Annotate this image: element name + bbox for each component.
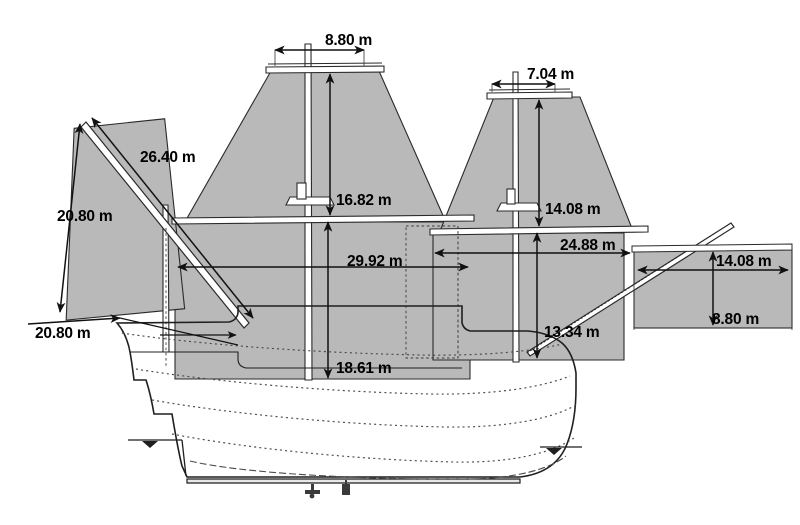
- label-spanker-width: 14.08 m: [716, 253, 771, 270]
- rudder-icon: [342, 484, 350, 495]
- label-main-course-height: 18.61 m: [336, 360, 391, 377]
- label-main-topsail-height: 16.82 m: [336, 192, 391, 209]
- mizzen-upper-yard-line: [488, 88, 571, 91]
- extension-lines: [274, 50, 793, 330]
- sail-shapes: [65, 70, 793, 380]
- label-jib-foot: 20.80 m: [35, 325, 90, 342]
- main-upper-yard-line: [267, 62, 383, 65]
- main-course-sail: [174, 221, 471, 380]
- mizzen-crosstree: [496, 202, 542, 212]
- spanker-boom: [526, 222, 735, 357]
- main-mast: [304, 43, 313, 381]
- hull-outline: [115, 305, 577, 478]
- main-upper-yard: [265, 65, 385, 74]
- label-jib-leech: 20.80 m: [57, 208, 112, 225]
- mizzen-upper-yard: [486, 91, 573, 100]
- label-mizzen-topsail-height: 14.08 m: [545, 201, 600, 218]
- label-spanker-height: 8.80 m: [712, 311, 759, 328]
- spanker-detail-yard: [631, 243, 793, 253]
- mizzen-course-yard: [429, 225, 649, 236]
- hull-stem: [181, 439, 187, 477]
- label-mizzen-course-height: 13.34 m: [544, 324, 599, 341]
- label-fore-stay-length: 26.40 m: [140, 149, 195, 166]
- dim-jib-leech-line: [56, 123, 84, 313]
- label-main-course-width: 29.92 m: [347, 253, 402, 270]
- dim-jib-foot-leader: [119, 317, 239, 346]
- hull-bottom-curve: [189, 455, 567, 480]
- dim-jib-foot-line: [27, 314, 121, 325]
- label-mizzen-yard-width: 7.04 m: [527, 66, 574, 83]
- keel-fittings: [305, 480, 350, 499]
- propeller-icon: [305, 484, 320, 494]
- hull: [115, 305, 582, 499]
- mizzen-mast: [512, 71, 520, 363]
- mizzen-topmast-heel: [506, 188, 516, 205]
- main-topmast-heel: [296, 182, 307, 200]
- main-crosstree: [285, 196, 335, 206]
- sail-reference-box: [405, 225, 459, 359]
- propeller-hub-icon: [309, 493, 315, 499]
- label-main-yard-width: 8.80 m: [325, 32, 372, 49]
- hull-section-curves: [121, 332, 577, 463]
- hull-sheer-line: [130, 351, 462, 369]
- waterline-marks: [128, 439, 582, 455]
- dimension-labels: 8.80 m 26.40 m 20.80 m 16.82 m 7.04 m 14…: [35, 32, 772, 377]
- dim-fore-stay-line: [91, 117, 254, 319]
- rudder-stock-icon: [345, 480, 347, 485]
- spanker-boom-guide: [526, 222, 732, 354]
- dimension-lines: [27, 45, 789, 379]
- label-mizzen-course-width: 24.88 m: [560, 237, 615, 254]
- hull-keel: [186, 478, 521, 484]
